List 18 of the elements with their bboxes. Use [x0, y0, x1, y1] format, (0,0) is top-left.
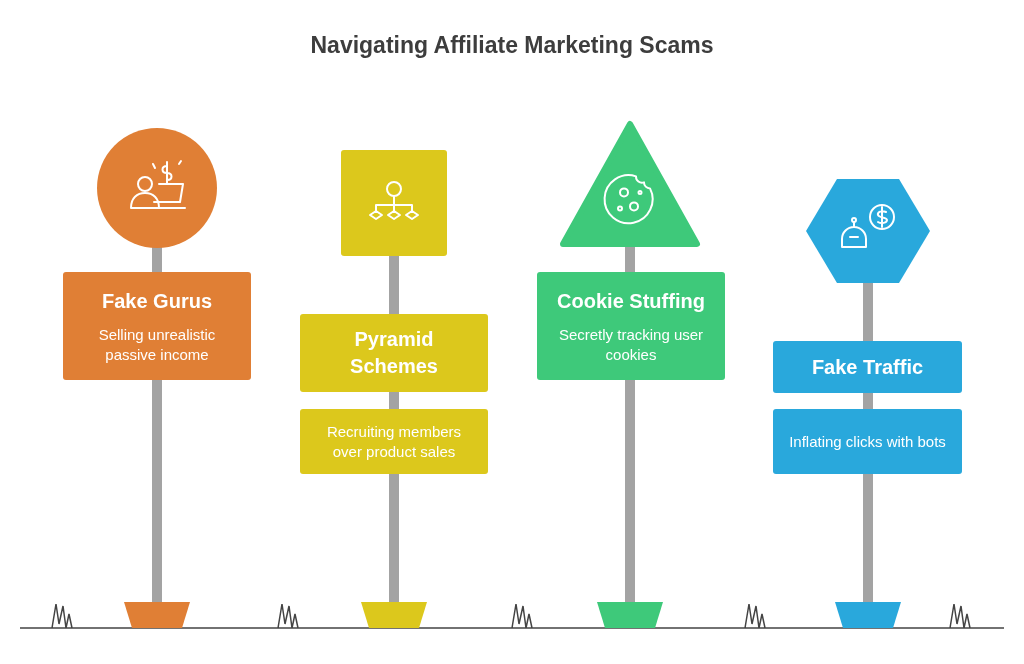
- diagram-title: Navigating Affiliate Marketing Scams: [310, 32, 714, 59]
- sign-heading: Fake Gurus: [101, 288, 212, 314]
- round-sign: [97, 128, 217, 248]
- square-sign: [341, 150, 447, 256]
- hexagon-sign: [806, 179, 930, 283]
- sign-board: [773, 409, 962, 474]
- sign-board: [300, 314, 488, 392]
- sign-description: Inflating clicks with bots: [789, 431, 946, 452]
- sign-board: [773, 341, 962, 393]
- sign-description: Secretly tracking user cookies: [557, 324, 705, 365]
- sign-board: [537, 272, 725, 380]
- sign-heading: Fake Traffic: [811, 354, 924, 380]
- sign-heading: Cookie Stuffing: [557, 288, 705, 314]
- sign-heading: Pyramid Schemes: [349, 327, 439, 379]
- sign-description: Selling unrealistic passive income: [97, 324, 217, 365]
- sign-board: [63, 272, 251, 380]
- sign-description: Recruiting members over product sales: [325, 421, 463, 462]
- sign-board: [300, 409, 488, 474]
